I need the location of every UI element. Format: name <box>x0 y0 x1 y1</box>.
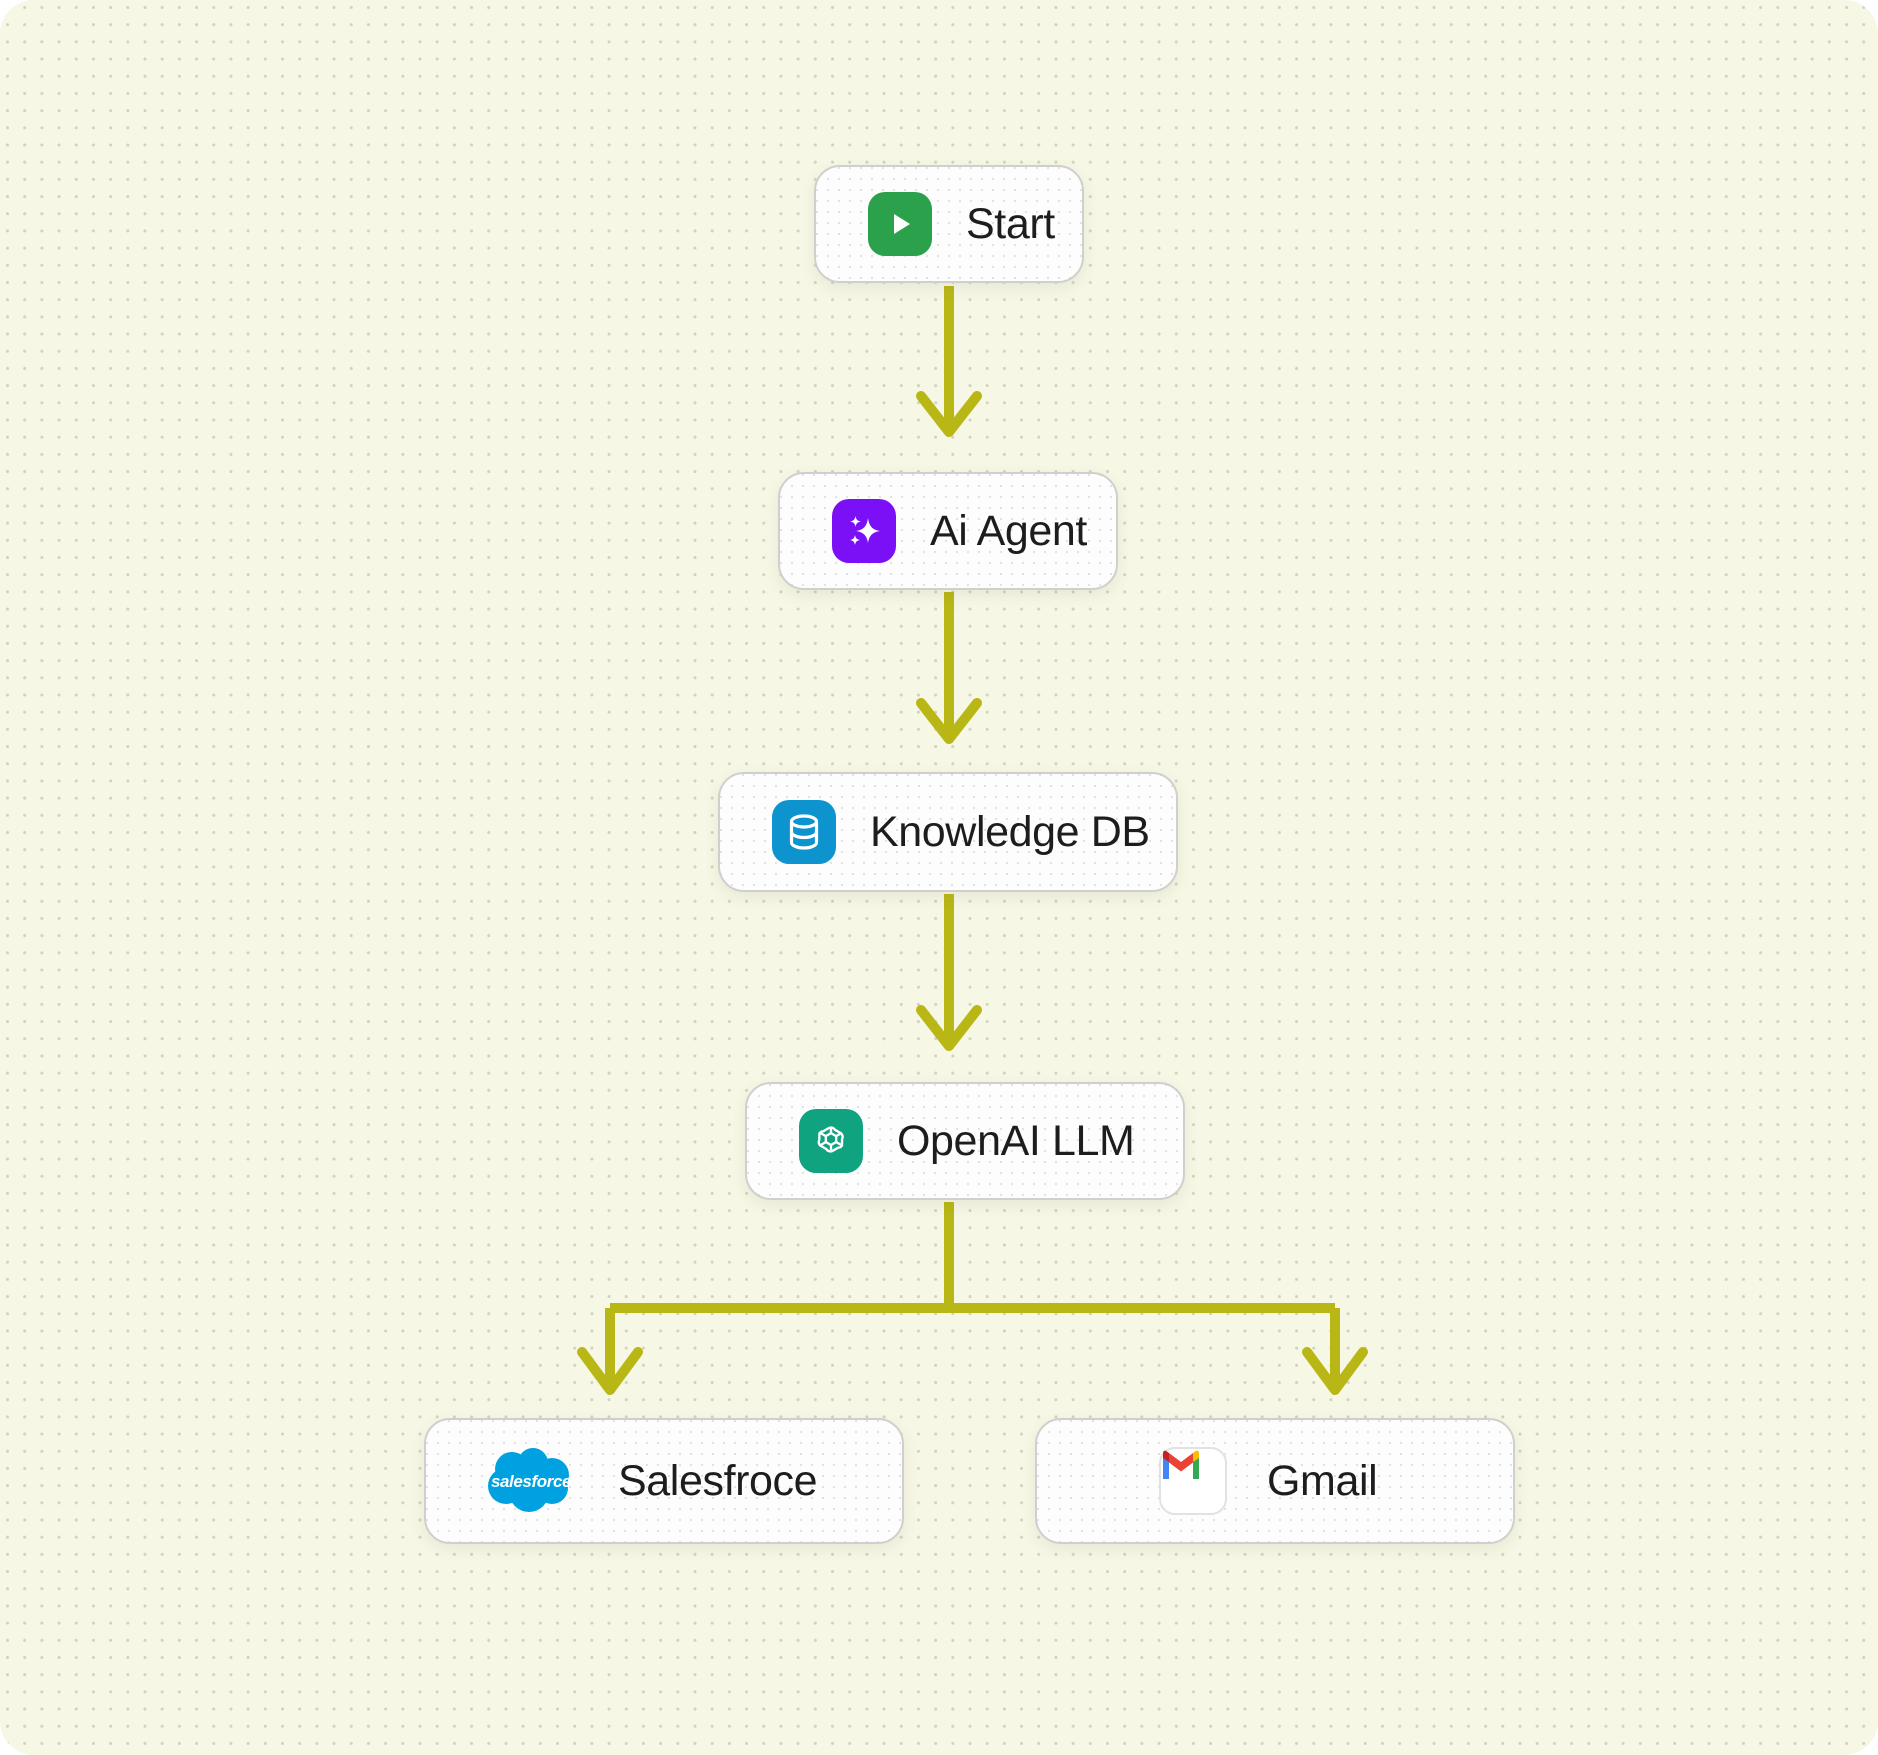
sparkles-icon <box>832 499 896 563</box>
salesforce-cloud-icon: salesforce <box>476 1444 588 1518</box>
node-label-gmail: Gmail <box>1267 1456 1378 1505</box>
node-start[interactable]: Start <box>814 165 1084 283</box>
node-label-start: Start <box>966 199 1055 248</box>
gmail-envelope-icon <box>1159 1447 1227 1515</box>
node-salesforce[interactable]: salesforce Salesfroce <box>424 1418 904 1544</box>
svg-text:salesforce: salesforce <box>491 1472 571 1491</box>
play-icon <box>868 192 932 256</box>
openai-logo-icon <box>799 1109 863 1173</box>
node-knowledge-db[interactable]: Knowledge DB <box>718 772 1178 892</box>
node-label-salesforce: Salesfroce <box>618 1456 818 1505</box>
node-label-ai-agent: Ai Agent <box>930 506 1087 555</box>
node-label-openai-llm: OpenAI LLM <box>897 1116 1135 1165</box>
node-ai-agent[interactable]: Ai Agent <box>778 472 1118 590</box>
node-gmail[interactable]: Gmail <box>1035 1418 1515 1544</box>
node-label-knowledge-db: Knowledge DB <box>870 807 1150 856</box>
node-openai-llm[interactable]: OpenAI LLM <box>745 1082 1185 1200</box>
database-icon <box>772 800 836 864</box>
